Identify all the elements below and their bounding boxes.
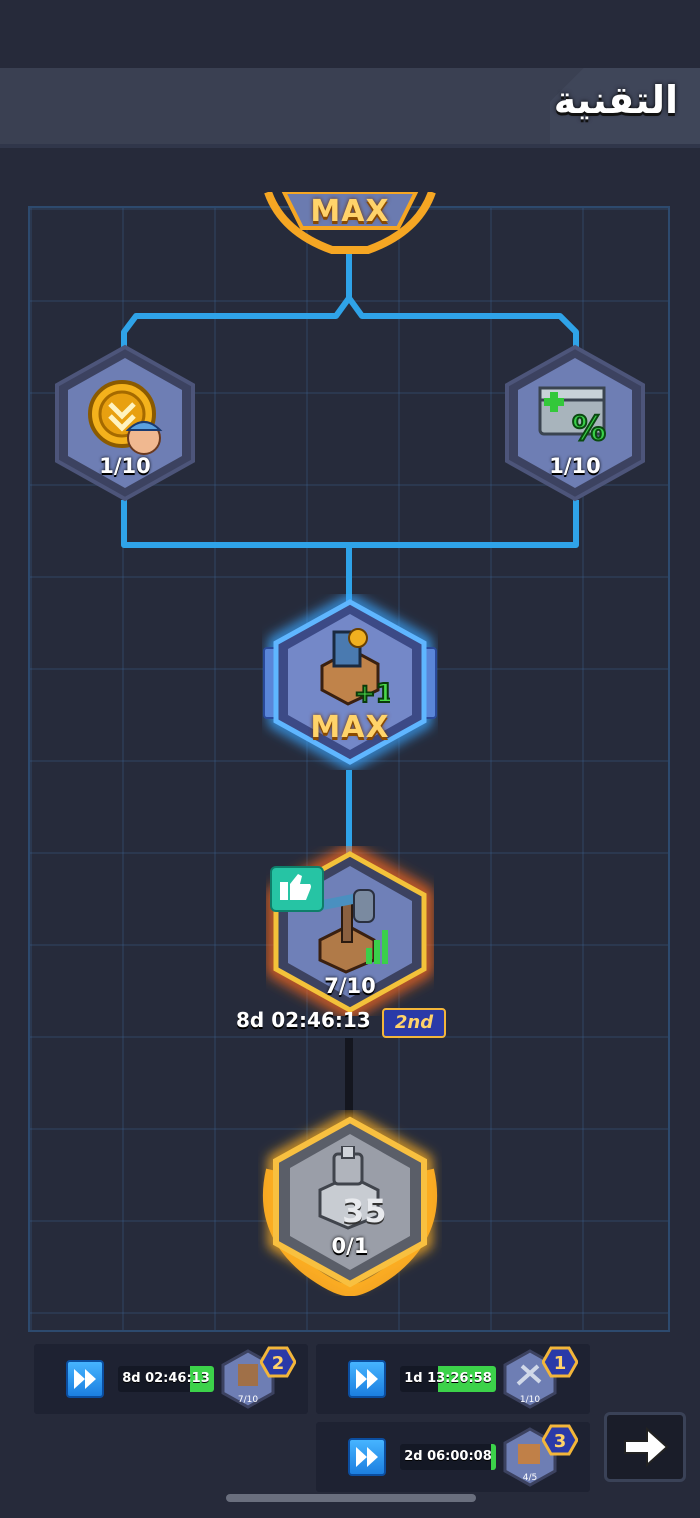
fast-forward-icon bbox=[356, 1447, 378, 1467]
building-level-badge: 35 bbox=[342, 1192, 387, 1230]
fast-forward-icon bbox=[356, 1369, 378, 1389]
level-label: 1/10 bbox=[99, 454, 151, 478]
queue-timer: 1d 13:26:58 bbox=[404, 1371, 492, 1386]
queue-progress-bar: 2d 06:00:08 bbox=[400, 1444, 496, 1470]
top-node-frame bbox=[264, 192, 436, 254]
speed-up-button[interactable] bbox=[348, 1438, 386, 1476]
queue-progress-fill bbox=[190, 1366, 214, 1392]
status-area bbox=[0, 0, 700, 68]
arrow-right-icon bbox=[624, 1426, 669, 1468]
queue-progress-bar: 8d 02:46:13 bbox=[118, 1366, 214, 1392]
slot-number: 2 bbox=[272, 1353, 285, 1374]
tech-node-right[interactable]: % 1/10 bbox=[502, 344, 648, 502]
tech-node-bottom[interactable]: 35 0/1 bbox=[258, 1110, 442, 1297]
queue-rank-badge: 2nd bbox=[382, 1008, 446, 1038]
queue-progress-fill bbox=[438, 1366, 496, 1392]
level-label: 0/1 bbox=[331, 1234, 369, 1258]
speed-up-button[interactable] bbox=[66, 1360, 104, 1398]
research-queue-slot-3[interactable]: 2d 06:00:08 4/5 3 bbox=[316, 1422, 590, 1492]
level-label: 7/10 bbox=[324, 974, 376, 998]
mini-level: 7/10 bbox=[238, 1395, 258, 1405]
header-bar: التقنية bbox=[0, 68, 700, 148]
queue-slot-number-badge: 3 bbox=[542, 1424, 578, 1456]
next-arrow-button[interactable] bbox=[604, 1412, 686, 1482]
troop-rank-coin-icon bbox=[88, 380, 163, 455]
svg-text:+1: +1 bbox=[354, 679, 390, 706]
upgrade-timer: 8d 02:46:13 bbox=[236, 1008, 371, 1032]
svg-text:%: % bbox=[572, 409, 606, 449]
mini-tech-icon: 7/10 bbox=[221, 1349, 275, 1409]
recommended-thumbs-up-icon bbox=[270, 866, 324, 912]
mini-level: 4/5 bbox=[523, 1473, 537, 1483]
queue-progress-bar: 1d 13:26:58 bbox=[400, 1366, 496, 1392]
armored-building-icon bbox=[318, 1146, 380, 1230]
slot-number: 3 bbox=[554, 1431, 567, 1452]
tech-node-top-max[interactable]: MAX bbox=[262, 192, 438, 262]
thumbs-up-glyph bbox=[280, 874, 311, 900]
mini-tech-icon: 4/5 bbox=[503, 1427, 557, 1487]
slot-number: 1 bbox=[554, 1353, 567, 1374]
top-node-max-label: MAX bbox=[310, 194, 390, 229]
queue-progress-fill bbox=[491, 1444, 496, 1470]
queue-slot-number-badge: 1 bbox=[542, 1346, 578, 1378]
home-indicator[interactable] bbox=[226, 1494, 476, 1502]
level-label: 1/10 bbox=[549, 454, 601, 478]
mini-level: 1/10 bbox=[520, 1395, 540, 1405]
tech-node-middle-max[interactable]: +1 MAX bbox=[262, 594, 438, 770]
page-title: التقنية bbox=[553, 78, 678, 122]
speed-up-button[interactable] bbox=[348, 1360, 386, 1398]
queue-timer: 8d 02:46:13 bbox=[122, 1371, 210, 1386]
research-queue-slot-1[interactable]: 1d 13:26:58 1/10 1 bbox=[316, 1344, 590, 1414]
factory-plus-one-icon: +1 bbox=[320, 628, 390, 706]
queue-timer: 2d 06:00:08 bbox=[404, 1449, 492, 1464]
tech-node-left[interactable]: 1/10 bbox=[52, 344, 198, 502]
fast-forward-icon bbox=[74, 1369, 96, 1389]
header-corner-decoration bbox=[550, 68, 700, 144]
research-queue-slot-2[interactable]: 8d 02:46:13 7/10 2 bbox=[34, 1344, 308, 1414]
queue-slot-number-badge: 2 bbox=[260, 1346, 296, 1378]
heal-percent-crate-icon: % bbox=[538, 386, 607, 450]
middle-node-max-label: MAX bbox=[310, 710, 390, 745]
oil-pump-boost-icon bbox=[317, 889, 388, 974]
